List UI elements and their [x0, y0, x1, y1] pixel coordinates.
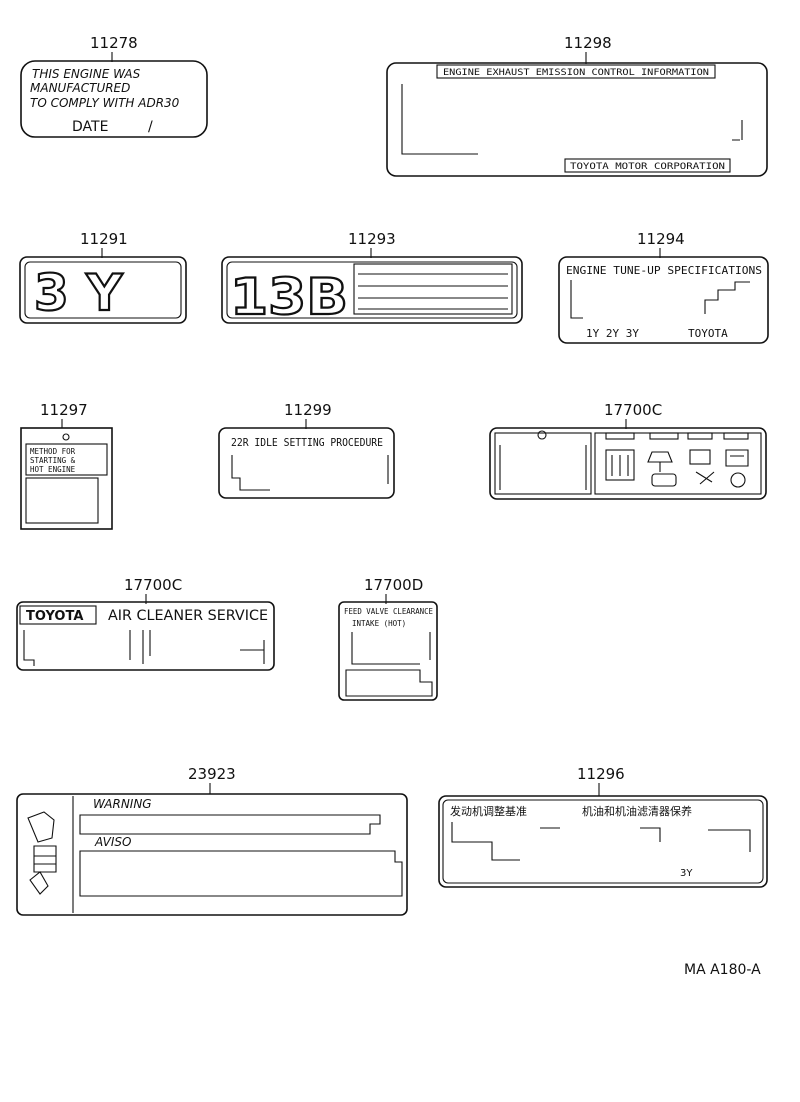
text-area-bracket: [142, 630, 265, 664]
label-title-text: AIR CLEANER SERVICE: [108, 608, 268, 624]
label-text-line2: MANUFACTURED: [30, 81, 130, 95]
label-outline: [438, 795, 768, 888]
text-area-bracket: [451, 822, 520, 861]
part-number-23923: 23923: [188, 765, 236, 783]
label-11278: 11278 THIS ENGINE WAS MANUFACTURED TO CO…: [20, 34, 208, 138]
warning-text-area: [79, 814, 381, 835]
label-left-heading: 发动机调整基准: [450, 804, 527, 818]
text-area-bracket: [231, 455, 270, 491]
text-area-bracket: [732, 120, 743, 141]
label-outline: [19, 256, 187, 324]
footer-box: [564, 158, 731, 173]
label-inner-border: [226, 261, 518, 319]
label-text-line3: TO COMPLY WITH ADR30: [30, 96, 180, 110]
part-number-11293: 11293: [348, 230, 396, 248]
figure-reference-code: MA A180-A: [684, 962, 761, 978]
part-number-17700c: 17700C: [124, 576, 182, 594]
step-tab: [605, 432, 635, 440]
label-17700d: 17700D FEED VALVE CLEARANCE INTAKE (HOT): [338, 576, 438, 701]
brand-text: TOYOTA: [26, 609, 83, 624]
label-inner-border: [442, 799, 764, 884]
label-text-line2: STARTING &: [30, 456, 76, 465]
label-17700c-air-cleaner: 17700C TOYOTA AIR CLEANER SERVICE: [16, 576, 275, 671]
label-11298: 11298 ENGINE EXHAUST EMISSION CONTROL IN…: [386, 34, 768, 177]
label-footer-text: TOYOTA MOTOR CORPORATION: [570, 162, 725, 172]
aviso-text-area: [79, 850, 403, 897]
label-outline: [16, 793, 408, 916]
step-tab: [649, 432, 679, 440]
label-right-heading: 机油和机油滤清器保养: [582, 804, 692, 818]
part-number-17700c: 17700C: [604, 401, 662, 419]
text-area-box: [345, 669, 433, 697]
text-area-bracket: [23, 630, 131, 666]
part-number-11296: 11296: [577, 765, 625, 783]
left-panel: [494, 432, 592, 495]
hang-hole-icon: [537, 430, 547, 440]
text-area-bracket: [540, 827, 751, 852]
label-outline: [338, 601, 438, 701]
part-number-11294: 11294: [637, 230, 685, 248]
label-text-line3: HOT ENGINE: [30, 465, 76, 474]
label-11296: 11296 发动机调整基准 机油和机油滤清器保养 3Y: [438, 765, 768, 888]
label-11291: 11291 3 Y: [19, 230, 187, 324]
part-number-11299: 11299: [284, 401, 332, 419]
info-box: [353, 263, 513, 315]
text-area-bracket: [351, 632, 431, 665]
engine-code-text: 3Y: [680, 868, 693, 879]
label-outline: [20, 427, 113, 530]
label-23923: 23923 WARNING AVISO: [16, 765, 408, 916]
hang-hole-icon: [62, 433, 70, 441]
aviso-heading: AVISO: [94, 835, 131, 849]
stepped-line: [704, 281, 750, 314]
engine-code-text: 3 Y: [34, 264, 123, 322]
step-tab: [723, 432, 749, 440]
brand-text: TOYOTA: [688, 327, 728, 340]
warning-heading: WARNING: [93, 797, 152, 811]
label-date-text: DATE: [72, 119, 108, 135]
label-title-text: ENGINE TUNE-UP SPECIFICATIONS: [566, 264, 762, 277]
label-header-text: ENGINE EXHAUST EMISSION CONTROL INFORMAT…: [443, 68, 709, 78]
text-area-bracket: [401, 84, 478, 155]
label-outline: [218, 427, 395, 499]
label-title-text: 22R IDLE SETTING PROCEDURE: [231, 436, 383, 449]
engine-list-text: 1Y 2Y 3Y: [586, 327, 639, 340]
text-area-box: [25, 477, 99, 524]
label-11297: 11297 METHOD FOR STARTING & HOT ENGINE: [20, 401, 113, 530]
service-steps-pictogram-icon: [605, 449, 749, 488]
part-number-11298: 11298: [564, 34, 612, 52]
label-11293: 11293 13B: [221, 230, 523, 327]
label-date-slash: /: [148, 119, 153, 135]
label-11299: 11299 22R IDLE SETTING PROCEDURE: [218, 401, 395, 499]
part-number-11291: 11291: [80, 230, 128, 248]
label-outline: [386, 62, 768, 177]
text-area-bracket: [499, 445, 587, 490]
label-text-line2: INTAKE (HOT): [352, 619, 406, 628]
label-17700c-pictorial: 17700C: [489, 401, 767, 500]
label-text-line1: THIS ENGINE WAS: [32, 67, 141, 81]
part-number-11297: 11297: [40, 401, 88, 419]
title-box: [25, 443, 108, 476]
label-11294: 11294 ENGINE TUNE-UP SPECIFICATIONS 1Y 2…: [558, 230, 769, 344]
label-text-line1: METHOD FOR: [30, 447, 76, 456]
label-outline: [558, 256, 769, 344]
label-outline: [20, 60, 208, 138]
label-outline: [489, 427, 767, 500]
text-area-bracket: [570, 280, 583, 319]
label-text-line1: FEED VALVE CLEARANCE: [344, 607, 433, 616]
hand-warning-pictogram-icon: [27, 811, 57, 895]
part-number-11278: 11278: [90, 34, 138, 52]
label-outline: [16, 601, 275, 671]
label-outline: [221, 256, 523, 324]
step-tab: [687, 432, 713, 440]
label-inner-border: [24, 261, 182, 319]
engine-code-text: 13B: [230, 268, 348, 326]
part-number-17700d: 17700D: [364, 576, 423, 594]
header-box: [436, 64, 716, 79]
brand-box: [19, 605, 97, 625]
